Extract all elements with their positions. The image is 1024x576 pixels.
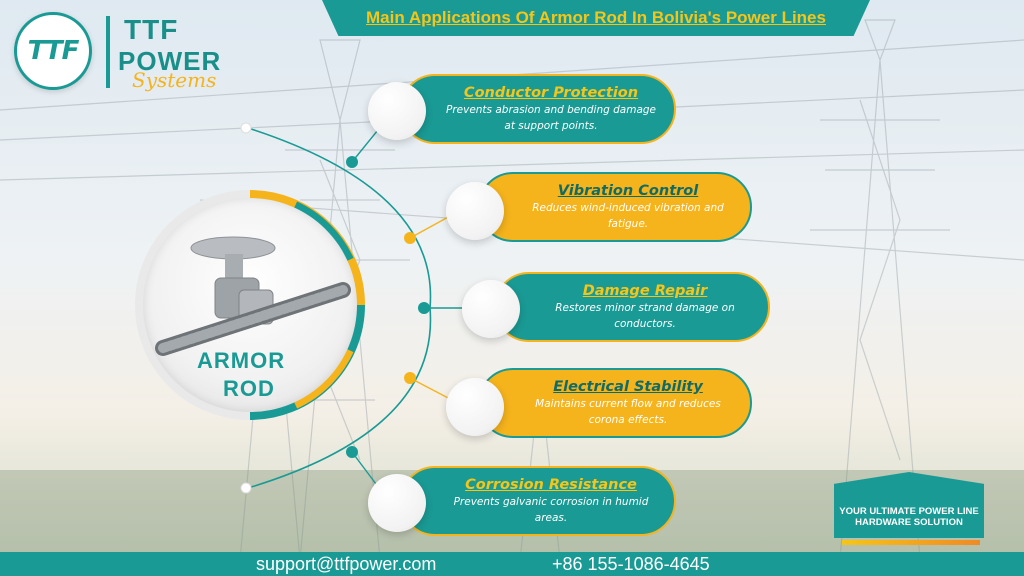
application-title: Vibration Control — [557, 183, 699, 199]
application-desc: Restores minor strand damage on conducto… — [555, 302, 735, 330]
armor-rod-clamp-icon — [155, 236, 351, 356]
application-title: Electrical Stability — [553, 379, 703, 395]
brand-name-line1: TTF — [124, 14, 179, 45]
brand-name-line2: POWER — [118, 46, 222, 76]
application-title: Conductor Protection — [463, 85, 639, 101]
application-title: Corrosion Resistance — [465, 477, 637, 493]
application-card-3: Damage Repair Restores minor strand dama… — [494, 272, 770, 342]
application-desc: Prevents abrasion and bending damage at … — [446, 104, 657, 132]
connector-line-4 — [409, 377, 453, 401]
hub-label-rod: ROD — [223, 376, 275, 401]
page-title: Main Applications Of Armor Rod In Bolivi… — [366, 8, 826, 27]
connector-dot-3 — [418, 302, 430, 314]
application-bubble-icon — [446, 182, 504, 240]
application-card-2: Vibration Control Reduces wind-induced v… — [478, 172, 752, 242]
footer-bar: support@ttfpower.com +86 155-1086-4645 — [0, 552, 1024, 576]
tagline-text: YOUR ULTIMATE POWER LINE HARDWARE SOLUTI… — [839, 506, 979, 528]
logo-mark-text: TTF — [27, 36, 80, 66]
arc-end-dot-top — [240, 122, 252, 134]
logo-divider — [106, 16, 110, 88]
application-title: Damage Repair — [582, 283, 708, 299]
application-bubble-icon — [446, 378, 504, 436]
tagline-accent-bar — [842, 540, 980, 545]
connector-line-2 — [409, 214, 453, 239]
application-bubble-icon — [368, 82, 426, 140]
hub-ring-icon — [135, 190, 365, 420]
application-bubble-icon — [368, 474, 426, 532]
arc-end-dot-bottom — [240, 482, 252, 494]
application-desc: Maintains current flow and reduces coron… — [535, 398, 721, 426]
footer-phone-link[interactable]: +86 155-1086-4645 — [552, 554, 710, 574]
logo-mark-icon: TTF — [14, 12, 92, 90]
footer-email-link[interactable]: support@ttfpower.com — [256, 554, 437, 574]
tagline-badge: YOUR ULTIMATE POWER LINE HARDWARE SOLUTI… — [834, 472, 984, 538]
application-card-4: Electrical Stability Maintains current f… — [478, 368, 752, 438]
hub-label-armor: ARMOR — [197, 348, 286, 373]
armor-rod-hub: ARMOR ROD — [135, 190, 365, 420]
armor-rod-photo — [143, 198, 357, 412]
application-card-1: Conductor Protection Prevents abrasion a… — [400, 74, 676, 144]
connector-dot-2 — [404, 232, 416, 244]
title-banner: Main Applications Of Armor Rod In Bolivi… — [322, 0, 870, 36]
application-desc: Prevents galvanic corrosion in humid are… — [453, 496, 649, 524]
brand-logo: TTF TTF POWER Systems — [14, 12, 244, 92]
application-bubble-icon — [462, 280, 520, 338]
application-desc: Reduces wind-induced vibration and fatig… — [532, 202, 724, 230]
application-card-5: Corrosion Resistance Prevents galvanic c… — [400, 466, 676, 536]
connector-dot-5 — [346, 446, 358, 458]
brand-name-line3: Systems — [132, 68, 217, 92]
connector-dot-1 — [346, 156, 358, 168]
connector-dot-4 — [404, 372, 416, 384]
